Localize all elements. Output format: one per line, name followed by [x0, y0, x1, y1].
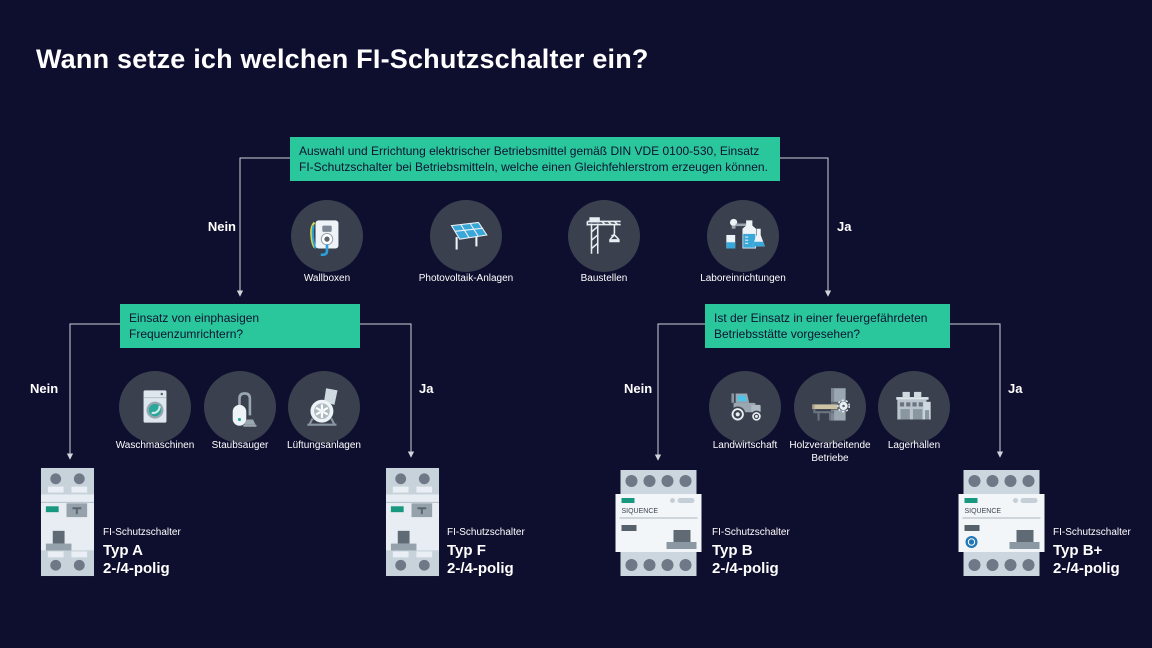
- example-staubsauger: [204, 371, 276, 443]
- example-laboreinrichtungen: [707, 200, 779, 272]
- example-label: Lagerhallen: [887, 440, 941, 451]
- example-label: Waschmaschinen: [115, 440, 195, 451]
- vacuum-cleaner-icon: [232, 392, 257, 427]
- example-photovoltaik: [430, 200, 502, 272]
- circuit-breaker-image: SIQUENCE: [615, 470, 702, 576]
- connector-left-yes: [360, 323, 415, 458]
- result-typ-b: FI-Schutzschalter Typ B 2-/4-polig: [712, 527, 790, 579]
- result-poles: 2-/4-polig: [1053, 560, 1120, 578]
- example-label: Staubsauger: [211, 440, 269, 451]
- result-category: FI-Schutzschalter: [103, 527, 181, 538]
- example-label: Wallboxen: [303, 273, 351, 284]
- result-poles: 2-/4-polig: [447, 560, 514, 578]
- result-poles: 2-/4-polig: [103, 560, 170, 578]
- device-brand-text: SIQUENCE: [965, 508, 1002, 515]
- result-typ-f: FI-Schutzschalter Typ F 2-/4-polig: [447, 527, 525, 579]
- breaker-4pole-typ-b: SIQUENCE: [615, 470, 702, 581]
- left-question-box: Einsatz von einphasigen Frequenzumrichte…: [120, 304, 360, 349]
- root-question-box: Auswahl und Errichtung elektrischer Betr…: [290, 137, 780, 182]
- ventilation-fan-icon: [307, 388, 338, 426]
- branch-label-left-no: Nein: [30, 381, 59, 396]
- laboratory-icon: [726, 218, 765, 249]
- example-label: Laboreinrichtungen: [700, 273, 786, 284]
- device-brand-text: SIQUENCE: [622, 508, 659, 515]
- result-poles: 2-/4-polig: [712, 560, 779, 578]
- breaker-2pole-typ-a: [40, 467, 95, 582]
- page-title: Wann setze ich welchen FI-Schutzschalter…: [36, 44, 649, 74]
- example-label: Baustellen: [580, 273, 628, 284]
- example-waschmaschinen: [119, 371, 191, 443]
- circuit-breaker-image: SIQUENCE: [958, 470, 1045, 576]
- result-typ-b-plus: FI-Schutzschalter Typ B+ 2-/4-polig: [1053, 527, 1131, 579]
- wallbox-icon: [310, 220, 339, 257]
- result-category: FI-Schutzschalter: [447, 527, 525, 538]
- tractor-icon: [729, 393, 763, 423]
- result-type: Typ A: [103, 542, 143, 559]
- construction-crane-icon: [586, 217, 621, 254]
- example-label: Photovoltaik-Anlagen: [418, 273, 514, 284]
- branch-label-right-no: Nein: [624, 381, 653, 396]
- branch-label-left-yes: Ja: [419, 381, 434, 396]
- example-lagerhallen: [878, 371, 950, 443]
- branch-label-root-no: Nein: [207, 219, 236, 234]
- result-type: Typ B: [712, 542, 753, 559]
- result-type: Typ B+: [1053, 542, 1103, 559]
- result-type: Typ F: [447, 542, 486, 559]
- circuit-breaker-image: [40, 467, 95, 577]
- branch-label-root-yes: Ja: [837, 219, 852, 234]
- branch-label-right-yes: Ja: [1008, 381, 1023, 396]
- circuit-breaker-image: [385, 467, 440, 577]
- badge-icon: [965, 536, 978, 548]
- example-lueftungsanlagen: [288, 371, 360, 443]
- connector-right-yes: [950, 323, 1004, 458]
- example-wallboxen: [291, 200, 363, 272]
- example-label: Lüftungsanlagen: [287, 440, 361, 451]
- wood-saw-icon: [812, 388, 850, 421]
- example-label: Landwirtschaft: [712, 440, 778, 451]
- washing-machine-icon: [143, 390, 167, 423]
- example-baustellen: [568, 200, 640, 272]
- example-label: Holzverarbeitende Betriebe: [789, 440, 871, 464]
- result-typ-a: FI-Schutzschalter Typ A 2-/4-polig: [103, 527, 181, 579]
- solar-panel-icon: [450, 221, 488, 250]
- example-holzverarbeitung: [794, 371, 866, 443]
- result-category: FI-Schutzschalter: [712, 527, 790, 538]
- connector-left-no: [66, 323, 120, 460]
- warehouse-icon: [896, 391, 931, 420]
- example-landwirtschaft: [709, 371, 781, 443]
- breaker-4pole-typ-b-plus: SIQUENCE: [958, 470, 1045, 581]
- result-category: FI-Schutzschalter: [1053, 527, 1131, 538]
- right-question-box: Ist der Einsatz in einer feuergefährdete…: [705, 304, 950, 349]
- breaker-2pole-typ-f: [385, 467, 440, 582]
